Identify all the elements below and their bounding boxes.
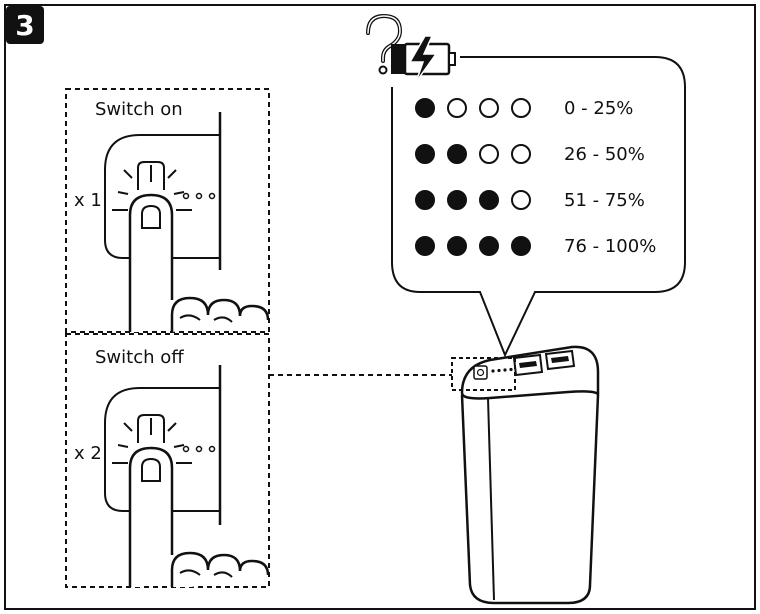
power-bank	[451, 345, 600, 605]
finger-icon	[128, 193, 269, 332]
battery-level-label: 26 - 50%	[564, 144, 645, 165]
led-empty-dot	[511, 144, 531, 164]
led-filled-dot	[447, 190, 467, 210]
indicator-dots	[182, 192, 216, 200]
led-filled-dot	[415, 144, 435, 164]
battery-level-row: 0 - 25%	[415, 98, 633, 119]
led-filled-dot	[415, 98, 435, 118]
led-empty-dot	[511, 98, 531, 118]
indicator-dots	[182, 445, 216, 453]
switch-on-press-count: x 1	[74, 190, 102, 211]
battery-level-label: 0 - 25%	[564, 98, 633, 119]
usb-port	[544, 349, 576, 371]
battery-charging-icon	[391, 35, 456, 83]
led-indicators	[491, 367, 513, 373]
led-empty-dot	[447, 98, 467, 118]
battery-level-row: 51 - 75%	[415, 190, 645, 211]
led-filled-dot	[479, 190, 499, 210]
battery-level-rows: 0 - 25% 26 - 50% 51 - 75% 76 - 100%	[415, 98, 656, 257]
led-filled-dot	[415, 190, 435, 210]
led-empty-dot	[479, 98, 499, 118]
led-filled-dot	[447, 236, 467, 256]
switch-off-press-count: x 2	[74, 443, 102, 464]
outer-frame	[4, 4, 756, 610]
battery-level-label: 76 - 100%	[564, 236, 656, 257]
battery-level-row: 26 - 50%	[415, 144, 645, 165]
power-button-icon	[137, 161, 165, 190]
power-button-icon	[137, 414, 165, 443]
switch-off-panel: Switch off x 2	[65, 333, 270, 588]
battery-level-label: 51 - 75%	[564, 190, 645, 211]
switch-off-label: Switch off	[95, 347, 184, 368]
led-filled-dot	[415, 236, 435, 256]
switch-on-panel: Switch on x 1	[65, 88, 270, 333]
question-mark-icon	[366, 13, 403, 75]
switch-on-label: Switch on	[95, 99, 183, 120]
led-filled-dot	[447, 144, 467, 164]
battery-level-row: 76 - 100%	[415, 236, 656, 257]
step-badge: 3	[6, 6, 44, 44]
led-filled-dot	[511, 236, 531, 256]
step-number: 3	[15, 9, 34, 42]
led-filled-dot	[479, 236, 499, 256]
led-empty-dot	[511, 190, 531, 210]
led-empty-dot	[479, 144, 499, 164]
button-highlight-box	[451, 357, 516, 391]
usb-port	[512, 353, 544, 377]
battery-level-bubble: 0 - 25% 26 - 50% 51 - 75% 76 - 100%	[391, 56, 686, 358]
power-button	[473, 365, 488, 380]
finger-icon	[128, 446, 269, 587]
